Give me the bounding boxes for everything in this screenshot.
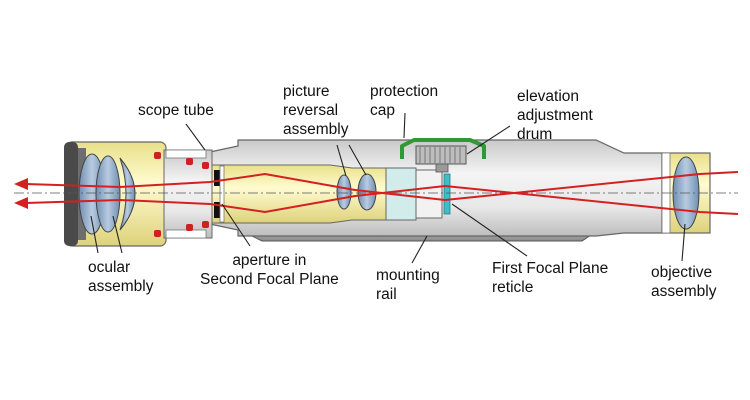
o-ring <box>202 221 209 228</box>
mounting-rail-label: mounting rail <box>376 267 440 303</box>
ocular-collar-bottom <box>165 229 207 239</box>
o-ring <box>154 230 161 237</box>
elevation-drum-label: elevation adjustment drum <box>517 88 593 143</box>
arrow-left-icon <box>14 178 28 190</box>
o-ring <box>202 162 209 169</box>
reversal-lens-1 <box>336 174 352 210</box>
arrow-left-icon <box>14 197 28 209</box>
drum-stem <box>435 163 449 173</box>
o-ring <box>186 224 193 231</box>
aperture-stop <box>214 170 220 186</box>
picture-reversal-label: picture reversal assembly <box>283 83 349 138</box>
reticle-plate <box>443 173 451 215</box>
reticle-label: First Focal Plane reticle <box>492 260 609 296</box>
protection-cap-part <box>400 138 486 159</box>
o-ring <box>186 158 193 165</box>
aperture-label: aperture in Second Focal Plane <box>200 252 339 288</box>
reticle-cell <box>415 169 443 219</box>
ocular-collar-top <box>165 149 207 159</box>
ocular-label: ocular assembly <box>88 259 154 295</box>
leader-lines <box>90 112 686 264</box>
ocular-rim <box>64 142 78 246</box>
scope-tube-label: scope tube <box>138 102 214 119</box>
ocular-lens-rear <box>119 157 136 231</box>
objective-label: objective assembly <box>651 264 717 300</box>
light-rays <box>25 171 739 215</box>
o-ring <box>154 152 161 159</box>
ocular-lens-middle <box>95 155 121 233</box>
aperture-stop <box>214 202 220 218</box>
elevation-drum-part <box>415 145 467 165</box>
protection-cap-label: protection cap <box>370 83 439 119</box>
drum-knurling <box>419 147 461 163</box>
aperture-frame <box>219 165 225 223</box>
